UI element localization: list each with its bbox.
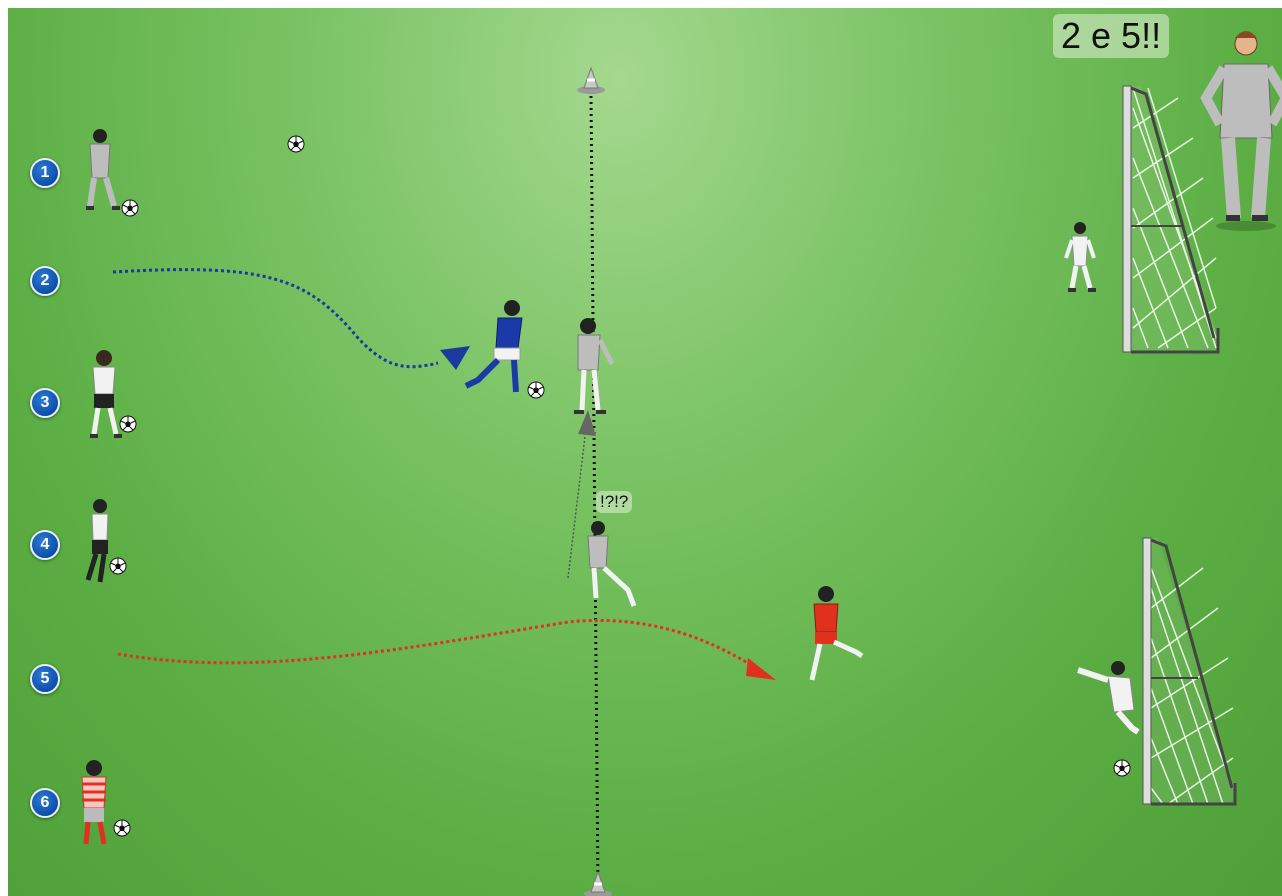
lane-badge-6: 6 <box>30 788 60 818</box>
red-attacker-icon <box>812 586 862 680</box>
goal-top-icon <box>1123 86 1218 352</box>
red-run-path <box>118 620 756 668</box>
ball-icon <box>288 136 304 152</box>
lane-badge-5: 5 <box>30 664 60 694</box>
ball-icon <box>528 382 544 398</box>
cone-top-icon <box>577 68 605 94</box>
blue-arrowhead-icon <box>440 346 470 370</box>
lane-badge-3: 3 <box>30 388 60 418</box>
cone-bottom-icon <box>584 872 612 896</box>
goal-bottom-icon <box>1143 538 1235 804</box>
defender-move-path <box>568 428 586 578</box>
red-arrowhead-icon <box>746 658 776 680</box>
grey-defender-lower-icon <box>588 521 634 606</box>
ball-icon <box>114 820 130 836</box>
goalkeeper-top-icon <box>1066 222 1096 290</box>
confusion-callout: !?!? <box>596 491 632 513</box>
player-lane-4-icon <box>88 499 108 582</box>
diagram-title: 2 e 5!! <box>1053 14 1169 58</box>
blue-run-path <box>113 270 438 367</box>
goalkeeper-bottom-icon <box>1078 661 1138 732</box>
lane-badge-4: 4 <box>30 530 60 560</box>
lane-badge-1: 1 <box>30 158 60 188</box>
player-lane-3-icon <box>90 350 122 436</box>
ball-icon <box>120 416 136 432</box>
blue-attacker-icon <box>466 300 522 392</box>
training-pitch: 1 2 3 4 5 6 2 e 5!! !?!? <box>8 8 1282 896</box>
ball-icon <box>110 558 126 574</box>
coach-figure-icon <box>1206 31 1282 231</box>
player-lane-1-icon <box>86 129 120 208</box>
ball-icon <box>1114 760 1130 776</box>
drill-drawing <box>8 8 1282 896</box>
lane-badge-2: 2 <box>30 266 60 296</box>
player-lane-6-icon <box>82 760 106 844</box>
ball-icon <box>122 200 138 216</box>
